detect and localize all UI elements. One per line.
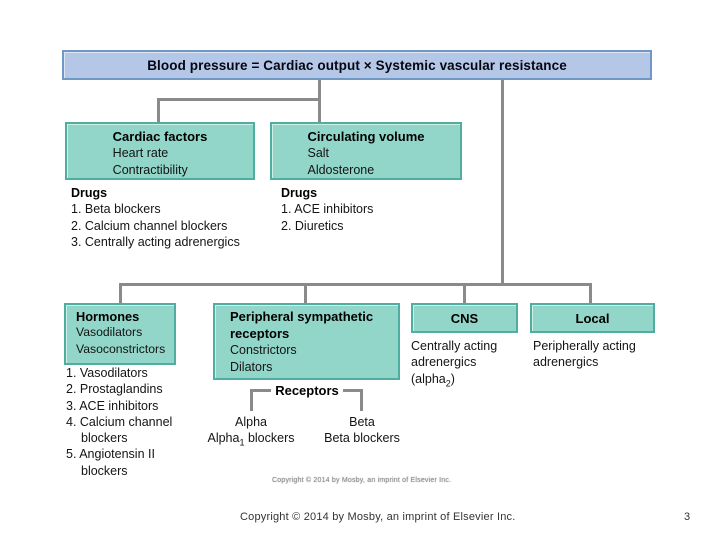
cns-note-line1: Centrally acting — [411, 339, 498, 353]
cardiac-factors-text: Cardiac factors Heart rate Contractibili… — [113, 124, 208, 179]
local-box: Local — [530, 303, 655, 333]
connector-row1-horizontal — [157, 98, 321, 101]
circulating-volume-box: Circulating volume Salt Aldosterone — [270, 122, 462, 180]
cns-note-line3: (alpha2) — [411, 371, 497, 389]
alpha-drug-pre: Alpha — [207, 431, 240, 445]
local-note: Peripherally acting adrenergics — [533, 338, 636, 371]
list-item: 2. Calcium channel blockers — [71, 218, 228, 233]
list-item: 2. Prostaglandins — [66, 382, 163, 397]
local-note-line1: Peripherally acting — [533, 339, 636, 353]
title-box: Blood pressure = Cardiac output × System… — [62, 50, 652, 80]
connector-row2-stub-cns — [463, 283, 466, 303]
circulating-volume-heading: Circulating volume — [307, 129, 425, 144]
cardiac-factors-heading: Cardiac factors — [112, 129, 208, 144]
connector-top-vertical — [318, 80, 321, 122]
alpha-drug-sub: 1 — [239, 437, 245, 448]
drugs-right-heading: Drugs — [281, 186, 318, 200]
beta-drug: Beta blockers — [324, 431, 400, 445]
list-item: 3. ACE inhibitors — [66, 398, 159, 413]
cardiac-factors-box: Cardiac factors Heart rate Contractibili… — [65, 122, 255, 180]
page-number: 3 — [684, 511, 691, 523]
local-heading: Local — [575, 310, 610, 326]
cns-note-close-paren: ) — [450, 371, 455, 386]
connector-row2-stub-local — [589, 283, 592, 303]
cns-heading: CNS — [450, 310, 479, 326]
list-item: 2. Diuretics — [281, 218, 344, 233]
peripheral-line-dilators: Dilators — [230, 359, 273, 374]
hormones-line-vasoconstrictors: Vasoconstrictors — [76, 341, 166, 356]
cns-note-alpha: (alpha — [411, 371, 446, 386]
cns-box: CNS — [411, 303, 518, 333]
title-text: Blood pressure = Cardiac output × System… — [147, 57, 567, 73]
list-item: 5. Angiotensin II blockers — [66, 447, 155, 478]
hormones-box: Hormones Vasodilators Vasoconstrictors — [64, 303, 176, 365]
alpha-receptor-label: Alpha — [201, 414, 301, 430]
alpha-drug-post: blockers — [244, 431, 295, 445]
peripheral-receptors-box: Peripheral sympathetic receptors Constri… — [213, 303, 400, 380]
peripheral-line-constrictors: Constrictors — [230, 343, 297, 357]
hormone-drugs-list: 1. Vasodilators 2. Prostaglandins 3. ACE… — [66, 365, 198, 479]
volume-line-salt: Salt — [307, 146, 330, 160]
hormones-heading: Hormones — [76, 309, 140, 324]
receptors-label: Receptors — [251, 382, 363, 400]
receptors-label-text: Receptors — [271, 383, 343, 398]
hormones-line-vasodilators: Vasodilators — [76, 325, 143, 339]
alpha-name: Alpha — [235, 415, 267, 429]
figure-credit: Copyright © 2014 by Mosby, an imprint of… — [272, 477, 452, 484]
beta-receptor-label: Beta — [312, 414, 412, 430]
cardiac-line-heart-rate: Heart rate — [112, 146, 169, 160]
beta-blockers-label: Beta blockers — [297, 430, 427, 446]
volume-line-aldosterone: Aldosterone — [307, 163, 375, 177]
drugs-list-right: Drugs 1. ACE inhibitors 2. Diuretics — [281, 185, 373, 234]
drugs-list-left: Drugs 1. Beta blockers 2. Calcium channe… — [71, 185, 240, 250]
receptors-bracket-left-leg — [250, 389, 253, 411]
receptors-bracket-right-leg — [360, 389, 363, 411]
connector-main-vertical — [501, 80, 504, 286]
list-item: 1. Vasodilators — [66, 366, 148, 380]
list-item: 1. ACE inhibitors — [281, 202, 374, 217]
local-note-line2: adrenergics — [533, 355, 599, 370]
cns-note-line2: adrenergics — [411, 355, 477, 370]
circulating-volume-text: Circulating volume Salt Aldosterone — [307, 124, 424, 179]
cns-note-alpha-sub: 2 — [445, 378, 451, 389]
connector-row2-stub-peripheral — [304, 283, 307, 303]
connector-row2-horizontal — [119, 283, 592, 286]
connector-row1-left-stub — [157, 98, 160, 122]
drugs-left-heading: Drugs — [71, 186, 108, 200]
list-item: 3. Centrally acting adrenergics — [71, 234, 240, 249]
beta-name: Beta — [349, 415, 375, 429]
cns-note: Centrally acting adrenergics (alpha2) — [411, 338, 498, 389]
alpha-blockers-label: Alpha1 blockers — [186, 430, 316, 448]
list-item: 1. Beta blockers — [71, 202, 161, 217]
slide-caption: Copyright © 2014 by Mosby, an imprint of… — [240, 511, 516, 523]
list-item: 4. Calcium channel blockers — [66, 414, 173, 446]
peripheral-heading: Peripheral sympathetic receptors — [230, 309, 374, 341]
connector-row2-stub-hormones — [119, 283, 122, 303]
cardiac-line-contractibility: Contractibility — [112, 163, 188, 177]
